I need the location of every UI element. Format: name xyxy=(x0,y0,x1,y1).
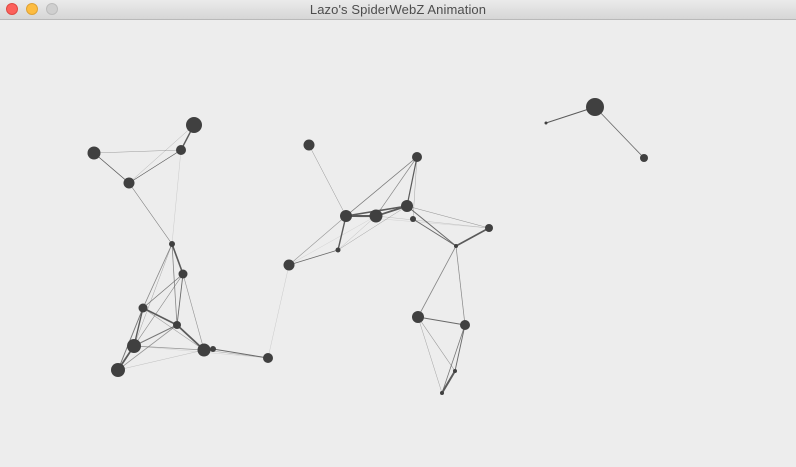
web-node xyxy=(640,154,648,162)
web-node xyxy=(485,224,493,232)
web-edge xyxy=(288,215,377,266)
web-edge xyxy=(406,156,418,207)
web-edge xyxy=(288,215,347,266)
web-node xyxy=(369,209,383,223)
web-edge xyxy=(142,243,173,309)
web-node xyxy=(178,269,188,279)
web-node xyxy=(186,117,202,133)
zoom-button[interactable] xyxy=(46,3,58,15)
web-edge xyxy=(117,307,144,371)
web-edge xyxy=(308,144,347,217)
web-edge xyxy=(142,307,178,326)
minimize-button[interactable] xyxy=(26,3,38,15)
web-edge xyxy=(93,149,182,154)
web-edge xyxy=(594,106,645,159)
web-edge xyxy=(337,215,377,251)
web-edge xyxy=(93,152,130,184)
web-node xyxy=(173,321,181,329)
web-node xyxy=(303,139,315,151)
web-edge xyxy=(212,348,269,359)
web-edge xyxy=(182,273,205,351)
web-node xyxy=(283,259,295,271)
title-bar[interactable]: Lazo's SpiderWebZ Animation xyxy=(0,0,796,20)
web-edge xyxy=(142,273,184,309)
web-node xyxy=(412,152,422,162)
web-edge xyxy=(406,205,490,229)
web-node xyxy=(123,177,135,189)
web-edge xyxy=(133,243,173,347)
web-node xyxy=(127,339,141,353)
web-node xyxy=(340,210,352,222)
web-node xyxy=(138,303,148,313)
web-node xyxy=(210,346,216,352)
spider-web-graph xyxy=(87,98,648,395)
web-node xyxy=(169,241,175,247)
web-node xyxy=(544,121,548,125)
web-node xyxy=(335,247,341,253)
web-edge xyxy=(288,249,339,266)
web-edge xyxy=(117,349,205,371)
web-edge xyxy=(133,324,178,347)
web-edge xyxy=(417,316,443,394)
web-edge xyxy=(171,149,182,245)
web-edge xyxy=(375,215,490,229)
web-node xyxy=(412,311,424,323)
web-edge xyxy=(176,273,184,326)
web-edge xyxy=(128,149,182,184)
close-button[interactable] xyxy=(6,3,18,15)
web-edge xyxy=(337,205,408,251)
web-node xyxy=(453,369,457,373)
web-edge xyxy=(417,316,456,372)
web-edge xyxy=(412,218,457,247)
web-edge xyxy=(406,205,457,247)
web-edge xyxy=(455,227,490,247)
animation-canvas[interactable] xyxy=(0,20,796,467)
web-node xyxy=(176,145,186,155)
web-node xyxy=(263,353,273,363)
window-title: Lazo's SpiderWebZ Animation xyxy=(309,2,487,17)
web-edge xyxy=(171,243,178,326)
web-edge xyxy=(128,124,195,184)
web-node xyxy=(460,320,470,330)
web-node xyxy=(586,98,604,116)
web-node xyxy=(401,200,413,212)
web-edge xyxy=(267,264,290,359)
web-edge xyxy=(171,243,184,275)
web-edge xyxy=(375,156,418,217)
web-edge xyxy=(417,316,466,326)
web-edge xyxy=(128,182,173,245)
web-edge xyxy=(142,307,205,351)
web-node xyxy=(87,146,101,160)
web-node xyxy=(454,244,458,248)
web-node xyxy=(111,363,125,377)
web-node xyxy=(197,343,211,357)
web-edge xyxy=(117,324,178,371)
web-edge xyxy=(133,345,205,351)
web-edge xyxy=(454,324,466,372)
web-edge xyxy=(417,245,457,318)
web-edge xyxy=(441,324,466,394)
web-edge xyxy=(345,156,418,217)
web-node xyxy=(410,216,416,222)
web-edge xyxy=(412,156,418,220)
web-node xyxy=(440,391,444,395)
web-edge xyxy=(455,245,466,326)
web-edge xyxy=(441,370,456,394)
